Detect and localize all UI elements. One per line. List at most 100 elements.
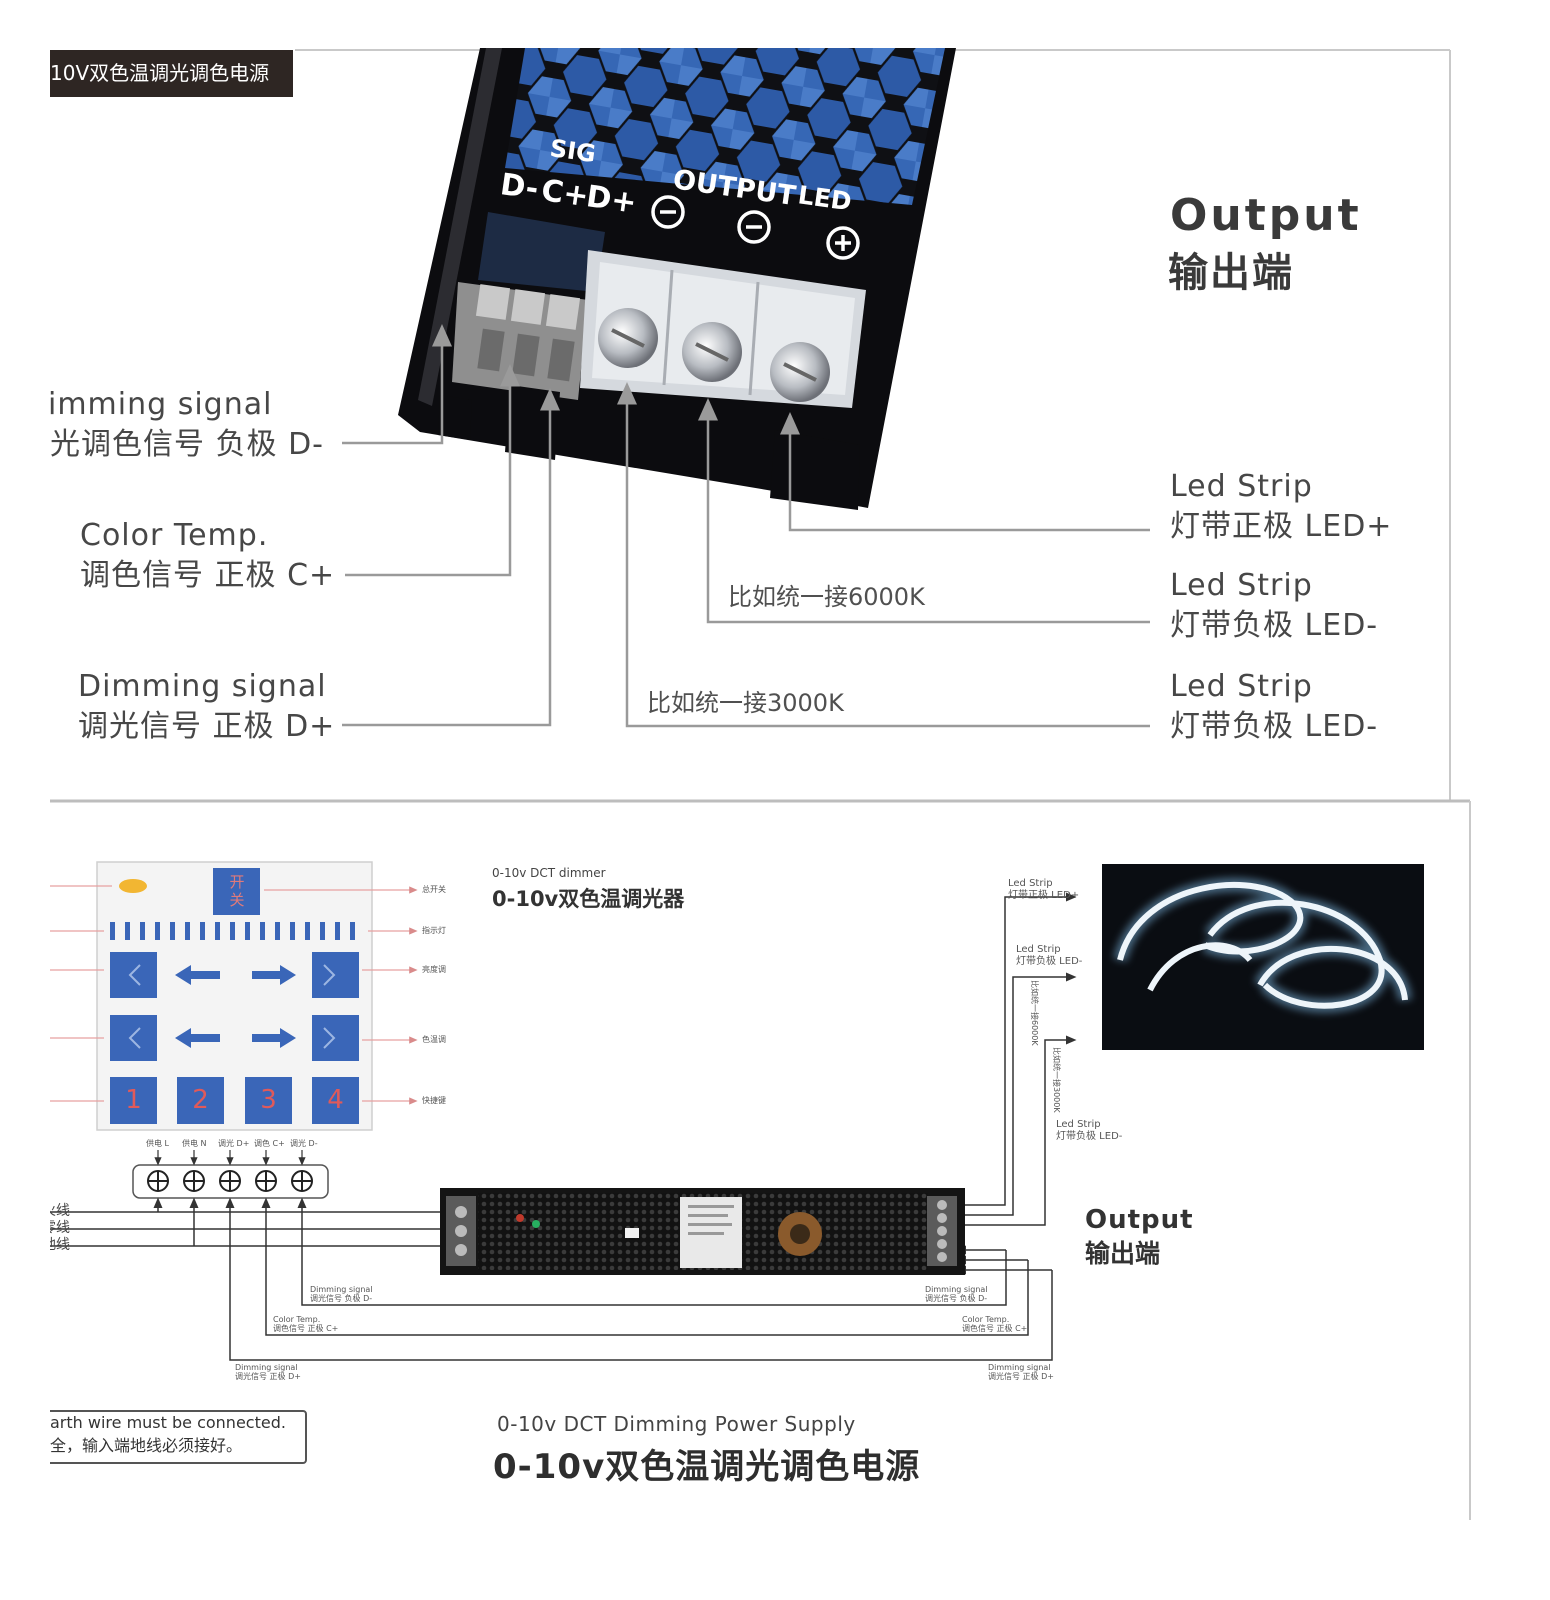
product-title-en: 0-10v DCT Dimming Power Supply (497, 1412, 856, 1436)
remote-side-label: 总开关 (422, 885, 446, 894)
diagram-graphics: SIG D- C+ D+ OUTPUT LED (50, 48, 1471, 1520)
bottom-output-title: Output (1085, 1205, 1194, 1235)
remote-side-label: 色温调 (422, 1035, 446, 1044)
earth-warning-box (50, 1410, 307, 1464)
led-label-minus-a-en: Led Strip (1016, 944, 1061, 955)
leader-line-d-minus (342, 324, 452, 445)
cct-down-key (110, 1015, 157, 1061)
terminal-screw-icon (682, 322, 742, 382)
label-c-plus-en: Color Temp. (80, 518, 269, 553)
leader-line-led-plus (780, 412, 1150, 532)
label-led-minus-b-en: Led Strip (1170, 669, 1313, 704)
terminal-label: 调色 C+ (254, 1139, 285, 1148)
label-led-plus-cn: 灯带正极 LED+ (1170, 509, 1393, 544)
circled-plus-icon (826, 226, 860, 260)
terminal-screw-icon (255, 1170, 277, 1192)
scene-key-2 (177, 1077, 224, 1124)
circled-minus-icon (737, 210, 771, 244)
signal-label-en: Dimming signal (925, 1285, 988, 1294)
earth-warning-en: arth wire must be connected. (50, 1413, 286, 1432)
led-label-minus-b-en: Led Strip (1056, 1119, 1101, 1130)
earth-warning-cn: 全，输入端地线必须接好。 (50, 1436, 243, 1455)
signal-label-c-plus-left: Color Temp. 调色信号 正极 C+ (273, 1315, 338, 1333)
note-6000k: 比如统一接6000K (728, 583, 925, 611)
signal-label-en: Dimming signal (310, 1285, 373, 1294)
remote-side-label: 快捷键 (422, 1096, 446, 1105)
terminal-screw-icon (219, 1170, 241, 1192)
signal-label-cn: 调光信号 正极 D+ (988, 1372, 1054, 1382)
signal-label-cn: 调光信号 负极 D- (925, 1294, 988, 1304)
scene-key-2-label: 2 (192, 1085, 209, 1115)
scene-key-1-label: 1 (125, 1085, 142, 1115)
terminal-screw-icon (183, 1170, 205, 1192)
terminal-screw-icon (598, 308, 658, 368)
label-led-minus-a-en: Led Strip (1170, 568, 1313, 603)
signal-label-d-plus-left: Dimming signal 调光信号 正极 D+ (235, 1363, 301, 1381)
power-key-label: 开关 (229, 873, 245, 909)
terminal-screw-icon (291, 1170, 313, 1192)
input-wire-label: 零线 (50, 1220, 70, 1236)
signal-label-en: Dimming signal (235, 1363, 298, 1372)
power-supply-unit (440, 1188, 965, 1275)
terminal-divider (662, 269, 674, 386)
brightness-down-key (110, 952, 157, 998)
led-label-minus-a: Led Strip 灯带负极 LED- (1016, 944, 1082, 968)
label-d-minus-en: imming signal (50, 387, 273, 422)
scene-key-3-label: 3 (260, 1085, 277, 1115)
double-chevron-left-icon (128, 964, 141, 986)
signal-label-d-plus-right: Dimming signal 调光信号 正极 D+ (988, 1363, 1054, 1381)
dimmer-title-en: 0-10v DCT dimmer (492, 866, 606, 880)
scene-key-1 (110, 1077, 157, 1124)
signal-label-en: Color Temp. (962, 1315, 1010, 1324)
double-chevron-right-icon (323, 964, 336, 986)
leader-line-led-minus-3000k (617, 382, 1150, 728)
label-led-plus-en: Led Strip (1170, 469, 1313, 504)
honeycomb-vent (505, 48, 945, 205)
power-key (213, 868, 260, 915)
remote-side-label: 指示灯 (422, 926, 446, 935)
double-chevron-left-icon (128, 1027, 141, 1049)
signal-label-d-minus-right: Dimming signal 调光信号 负极 D- (925, 1285, 988, 1303)
connector-lever (545, 294, 581, 330)
led-label-plus-cn: 灯带正极 LED+ (1008, 890, 1080, 901)
output-wire-led-minus-a (955, 972, 1077, 1216)
led-label-plus-en: Led Strip (1008, 878, 1053, 889)
wire-c-plus (261, 1197, 1029, 1336)
vertical-note-3000k: 比如统一接3000K (1052, 1047, 1061, 1113)
arrow-left-icon (175, 1028, 220, 1048)
scene-key-4-label: 4 (327, 1085, 344, 1115)
sig-label: SIG (548, 134, 597, 168)
double-chevron-right-icon (323, 1027, 336, 1049)
content-clip: SIG D- C+ D+ OUTPUT LED (50, 0, 1500, 1600)
output-wire-led-plus (955, 892, 1077, 1206)
leader-line-led-minus-6000k (698, 398, 1150, 624)
remote-terminal-block (132, 1150, 329, 1199)
d-minus-label: D- (498, 167, 540, 207)
output-subtitle: 输出端 (1168, 250, 1294, 296)
leader-line-c-plus (345, 364, 520, 577)
brightness-up-key (312, 952, 359, 998)
wiring-lines (50, 892, 1077, 1361)
scene-key-3 (245, 1077, 292, 1124)
terminal-label: 供电 N (182, 1139, 207, 1148)
connector-port (477, 328, 505, 372)
arrow-left-icon (175, 965, 220, 985)
signal-label-cn: 调色信号 正极 C+ (962, 1324, 1028, 1334)
c-plus-label: C+ (539, 173, 591, 214)
signal-label-cn: 调光信号 正极 D+ (235, 1372, 301, 1382)
label-led-minus-a-cn: 灯带负极 LED- (1170, 608, 1379, 643)
led-strip-photo (1102, 864, 1424, 1050)
arrow-right-icon (252, 1028, 296, 1048)
product-title-cn: 0-10v双色温调光调色电源 (493, 1447, 921, 1487)
connector-lever (510, 289, 546, 325)
led-label-minus-b-cn: 灯带负极 LED- (1056, 1131, 1123, 1142)
input-wire-label: 地线 (50, 1237, 70, 1253)
signal-label-en: Color Temp. (273, 1315, 321, 1324)
label-d-plus-cn: 调光信号 正极 D+ (78, 709, 336, 744)
indicator-led-icon (119, 879, 147, 893)
terminal-label: 供电 L (146, 1139, 169, 1148)
terminal-label: 调光 D- (290, 1139, 318, 1148)
led-label-minus-b: Led Strip 灯带负极 LED- (1056, 1119, 1122, 1143)
pcb-area (478, 212, 605, 292)
